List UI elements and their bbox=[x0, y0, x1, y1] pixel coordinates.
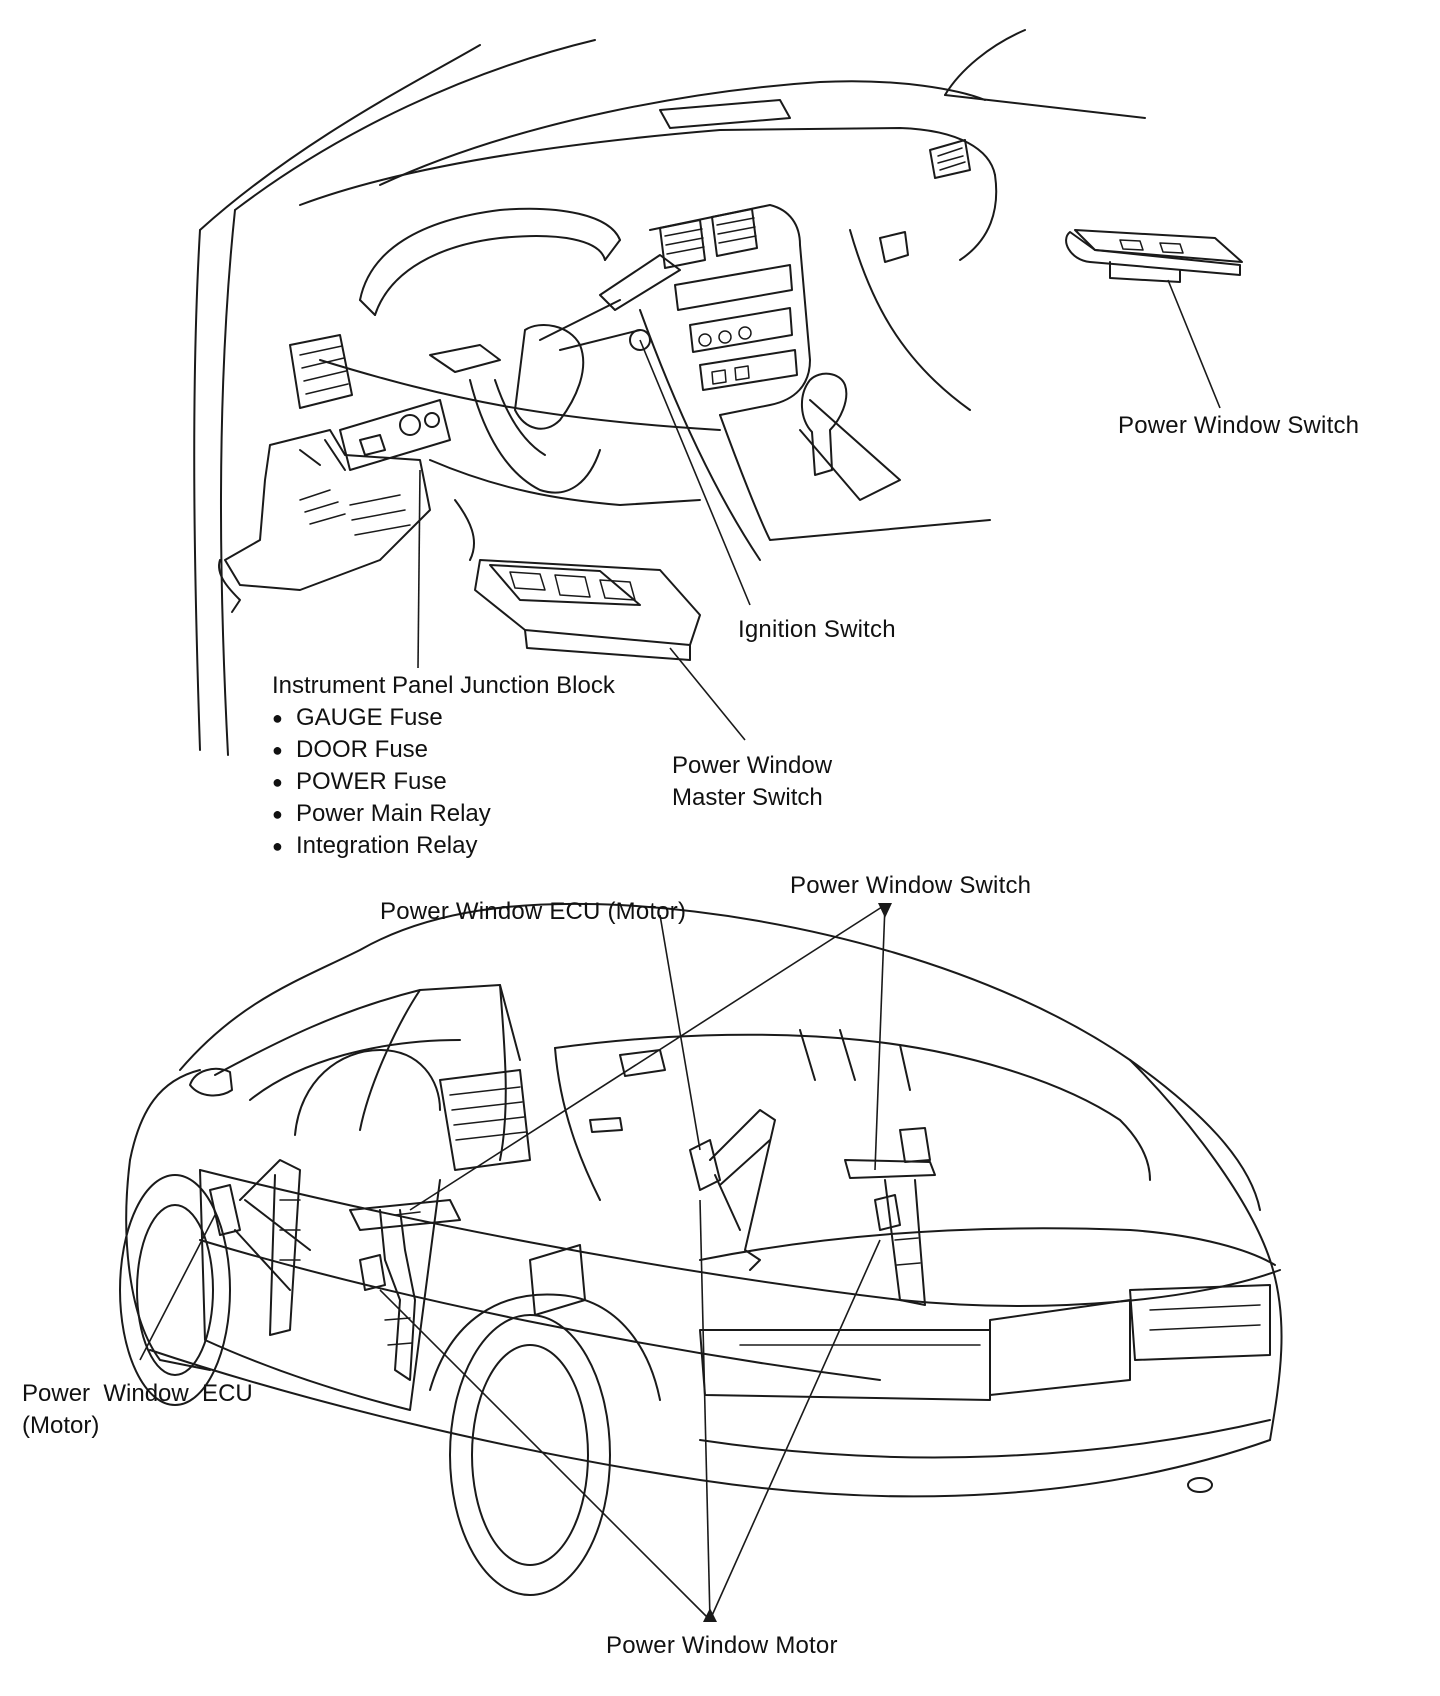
junction-item-power-fuse: POWER Fuse bbox=[272, 766, 615, 798]
power-window-motor-label: Power Window Motor bbox=[606, 1632, 838, 1659]
ecu-motor-label-left: Power Window ECU (Motor) bbox=[22, 1378, 253, 1442]
junction-item-door-fuse: DOOR Fuse bbox=[272, 734, 615, 766]
car-illustration bbox=[119, 902, 1283, 1596]
junction-item-gauge-fuse: GAUGE Fuse bbox=[272, 702, 615, 734]
junction-block-items: GAUGE Fuse DOOR Fuse POWER Fuse Power Ma… bbox=[272, 702, 615, 862]
top-leader-lines bbox=[417, 279, 1221, 741]
ecu-motor-label-left-line1: Power Window ECU bbox=[22, 1380, 253, 1407]
ignition-switch-label: Ignition Switch bbox=[738, 616, 896, 643]
junction-item-integration-relay: Integration Relay bbox=[272, 830, 615, 862]
junction-block-title: Instrument Panel Junction Block bbox=[272, 672, 615, 699]
master-switch-label-line1: Power Window bbox=[672, 752, 833, 779]
bottom-leader-lines bbox=[139, 903, 892, 1622]
junction-block-label: Instrument Panel Junction Block GAUGE Fu… bbox=[272, 670, 615, 862]
power-window-switch-label-top: Power Window Switch bbox=[1118, 412, 1360, 439]
dashboard-illustration bbox=[193, 29, 1243, 756]
ecu-motor-label-left-line2: (Motor) bbox=[22, 1412, 100, 1439]
ecu-motor-label-top: Power Window ECU (Motor) bbox=[380, 898, 687, 925]
master-switch-label: Power Window Master Switch bbox=[672, 750, 832, 814]
junction-item-power-main-relay: Power Main Relay bbox=[272, 798, 615, 830]
master-switch-label-line2: Master Switch bbox=[672, 784, 823, 811]
power-window-switch-label-bottom: Power Window Switch bbox=[790, 872, 1032, 899]
